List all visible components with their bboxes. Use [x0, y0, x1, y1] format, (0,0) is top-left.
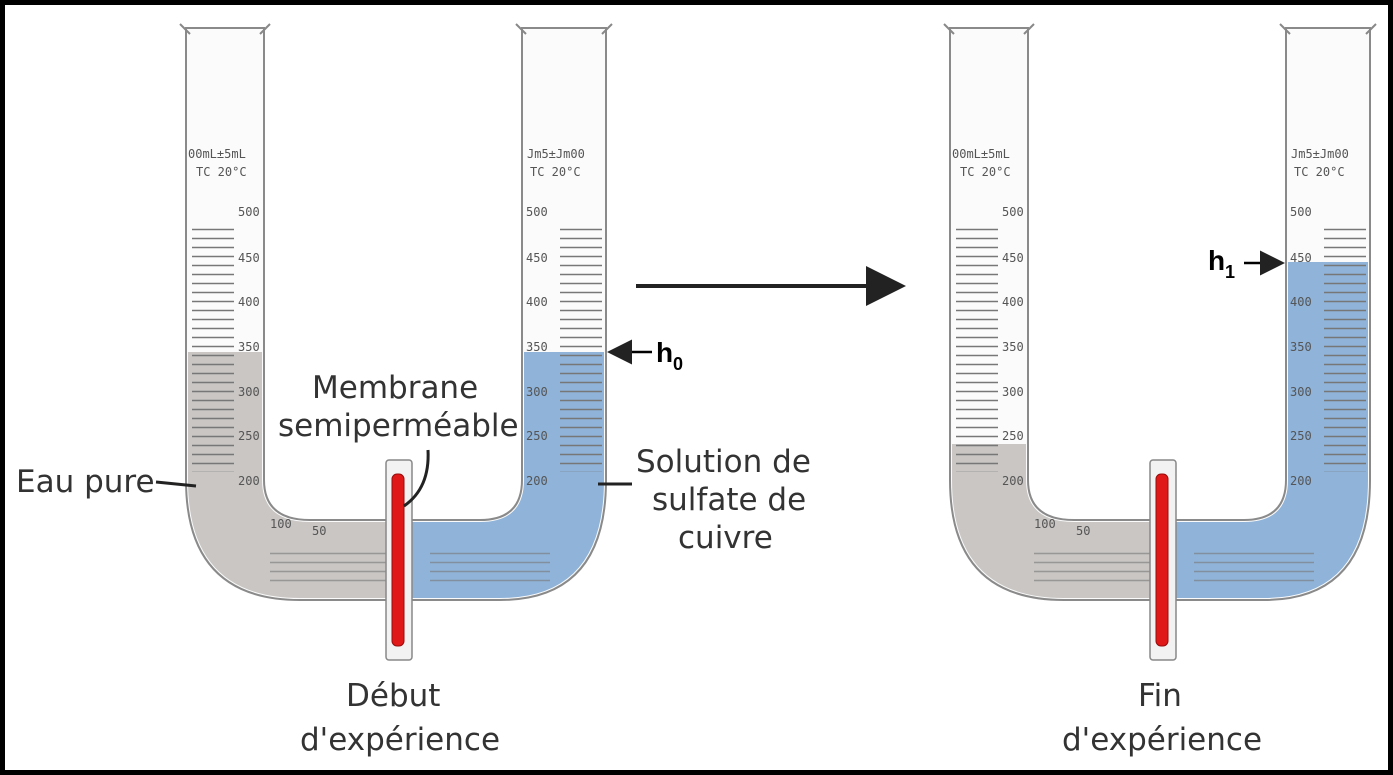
label-h1-sub: 1 — [1225, 262, 1235, 282]
graduation-marks — [560, 222, 602, 472]
tick-labels-left: 500 450 400 350 300 250 200 100 50 — [1002, 205, 1090, 538]
svg-text:500: 500 — [1290, 205, 1312, 219]
solution-fill — [405, 352, 604, 598]
tick-labels-right: 500 450 400 350 300 250 200 — [526, 205, 548, 488]
label-solution-line3: cuivre — [678, 520, 773, 556]
svg-text:450: 450 — [1290, 251, 1312, 265]
svg-text:300: 300 — [526, 385, 548, 399]
caption-debut-line2: d'expérience — [300, 722, 500, 758]
tick-labels-right: 500 450 400 350 300 250 200 — [1290, 205, 1312, 488]
svg-text:450: 450 — [526, 251, 548, 265]
caption-fin-line2: d'expérience — [1062, 722, 1262, 758]
label-solution-line1: Solution de — [636, 444, 811, 480]
svg-text:350: 350 — [1002, 340, 1024, 354]
apparatus-end: 00mL±5mL TC 20°C Jm5±Jm00 TC 20°C 500 45… — [943, 23, 1377, 661]
svg-text:500: 500 — [526, 205, 548, 219]
label-eau-pure: Eau pure — [16, 464, 155, 500]
membrane — [1155, 473, 1169, 647]
svg-text:400: 400 — [526, 295, 548, 309]
tick-labels-left: 500 450 400 350 300 250 200 100 50 — [238, 205, 326, 538]
svg-text:400: 400 — [238, 295, 260, 309]
label-h0: h — [656, 337, 673, 368]
graduation-marks — [1324, 222, 1366, 472]
eau-pure-pointer — [155, 480, 197, 488]
membrane — [391, 473, 405, 647]
svg-text:100: 100 — [1034, 517, 1056, 531]
svg-text:200: 200 — [1002, 474, 1024, 488]
label-membrane-line2: semiperméable — [278, 408, 519, 444]
svg-text:300: 300 — [1290, 385, 1312, 399]
capacity-marking: 00mL±5mL — [188, 147, 246, 161]
label-membrane-line1: Membrane — [312, 370, 478, 406]
temperature-marking: TC 20°C — [196, 165, 247, 179]
membrane-pointer — [403, 449, 430, 508]
svg-text:250: 250 — [526, 429, 548, 443]
svg-text:500: 500 — [1002, 205, 1024, 219]
caption-fin-line1: Fin — [1138, 678, 1182, 714]
svg-text:300: 300 — [238, 385, 260, 399]
water-fill — [188, 352, 393, 598]
svg-text:350: 350 — [238, 340, 260, 354]
svg-text:400: 400 — [1002, 295, 1024, 309]
graduation-marks — [956, 222, 998, 472]
svg-text:300: 300 — [1002, 385, 1024, 399]
label-solution-line2: sulfate de — [652, 482, 806, 518]
caption-debut-line1: Début — [346, 678, 440, 714]
svg-text:200: 200 — [1290, 474, 1312, 488]
svg-text:200: 200 — [526, 474, 548, 488]
svg-text:350: 350 — [1290, 340, 1312, 354]
svg-text:100: 100 — [270, 517, 292, 531]
label-h0-sub: 0 — [673, 354, 683, 374]
graduation-marks — [192, 222, 234, 472]
svg-text:200: 200 — [238, 474, 260, 488]
svg-text:400: 400 — [1290, 295, 1312, 309]
svg-text:500: 500 — [238, 205, 260, 219]
svg-text:250: 250 — [1002, 429, 1024, 443]
label-h1: h — [1208, 245, 1225, 276]
capacity-marking: Jm5±Jm00 — [527, 147, 585, 161]
svg-text:50: 50 — [312, 524, 326, 538]
temperature-marking: TC 20°C — [530, 165, 581, 179]
solution-fill — [1169, 262, 1368, 598]
svg-text:250: 250 — [238, 429, 260, 443]
svg-text:350: 350 — [526, 340, 548, 354]
capacity-marking: 00mL±5mL — [952, 147, 1010, 161]
svg-text:450: 450 — [238, 251, 260, 265]
apparatus-start: 00mL±5mL TC 20°C Jm5±Jm00 TC 20°C 500 45… — [179, 23, 613, 661]
capacity-marking: Jm5±Jm00 — [1291, 147, 1349, 161]
svg-text:50: 50 — [1076, 524, 1090, 538]
svg-text:250: 250 — [1290, 429, 1312, 443]
svg-text:450: 450 — [1002, 251, 1024, 265]
temperature-marking: TC 20°C — [960, 165, 1011, 179]
temperature-marking: TC 20°C — [1294, 165, 1345, 179]
